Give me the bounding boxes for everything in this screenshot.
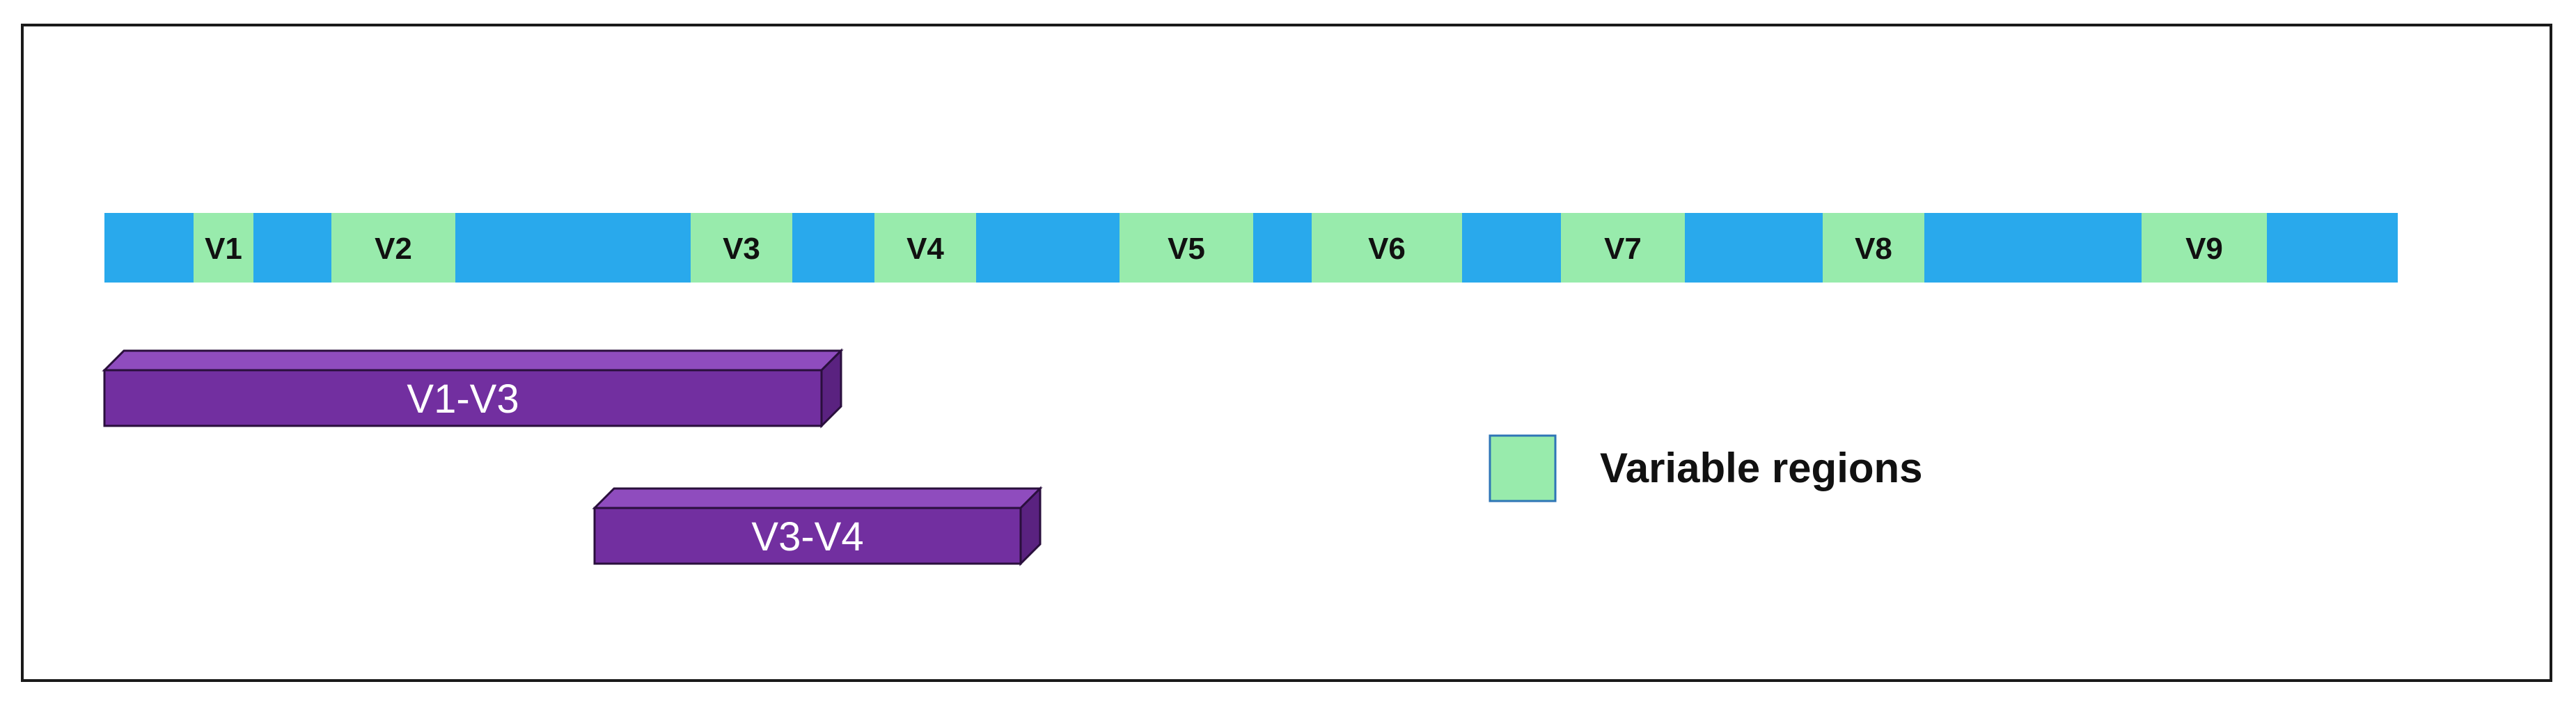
amplicon-v3-v4-top bbox=[592, 487, 1043, 509]
region-v6-box bbox=[1312, 213, 1462, 283]
amplicon-v3-v4: V3-V4 bbox=[592, 486, 1043, 566]
legend-label: Variable regions bbox=[1600, 445, 1923, 491]
region-v5-box bbox=[1120, 213, 1253, 283]
region-v9-box bbox=[2142, 213, 2267, 283]
region-v1-box bbox=[194, 213, 253, 283]
region-v9-label: V9 bbox=[2185, 232, 2223, 266]
region-v7-label: V7 bbox=[1604, 232, 1642, 266]
region-v7: V7 bbox=[1561, 213, 1685, 283]
amplicon-v1-v3-front bbox=[103, 369, 823, 427]
amplicon-v1-v3-top bbox=[102, 349, 844, 372]
region-v3-label: V3 bbox=[723, 232, 760, 266]
region-v6: V6 bbox=[1312, 213, 1462, 283]
legend: Variable regions bbox=[1489, 434, 1923, 502]
region-v3: V3 bbox=[691, 213, 792, 283]
region-v2: V2 bbox=[331, 213, 455, 283]
amplicon-v3-v4-front bbox=[593, 507, 1022, 565]
region-v5-label: V5 bbox=[1168, 232, 1205, 266]
region-v8-label: V8 bbox=[1855, 232, 1892, 266]
amplicon-v3-v4-label: V3-V4 bbox=[751, 514, 863, 559]
region-v1: V1 bbox=[194, 213, 253, 283]
region-v7-box bbox=[1561, 213, 1685, 283]
region-v4: V4 bbox=[874, 213, 976, 283]
amplicon-v1-v3-label: V1-V3 bbox=[407, 376, 519, 422]
region-v5: V5 bbox=[1120, 213, 1253, 283]
legend-swatch bbox=[1489, 434, 1557, 502]
region-v1-label: V1 bbox=[205, 232, 242, 266]
region-v2-box bbox=[331, 213, 455, 283]
region-v2-label: V2 bbox=[375, 232, 412, 266]
region-v9: V9 bbox=[2142, 213, 2267, 283]
variable-regions: V1 V2 V3 V4 V5 V6 V7 V8 bbox=[194, 213, 2267, 283]
region-v3-box bbox=[691, 213, 792, 283]
amplicon-v1-v3: V1-V3 bbox=[102, 348, 844, 429]
region-v8: V8 bbox=[1823, 213, 1924, 283]
region-v4-box bbox=[874, 213, 976, 283]
region-v4-label: V4 bbox=[906, 232, 944, 266]
region-v6-label: V6 bbox=[1368, 232, 1406, 266]
region-v8-box bbox=[1823, 213, 1924, 283]
